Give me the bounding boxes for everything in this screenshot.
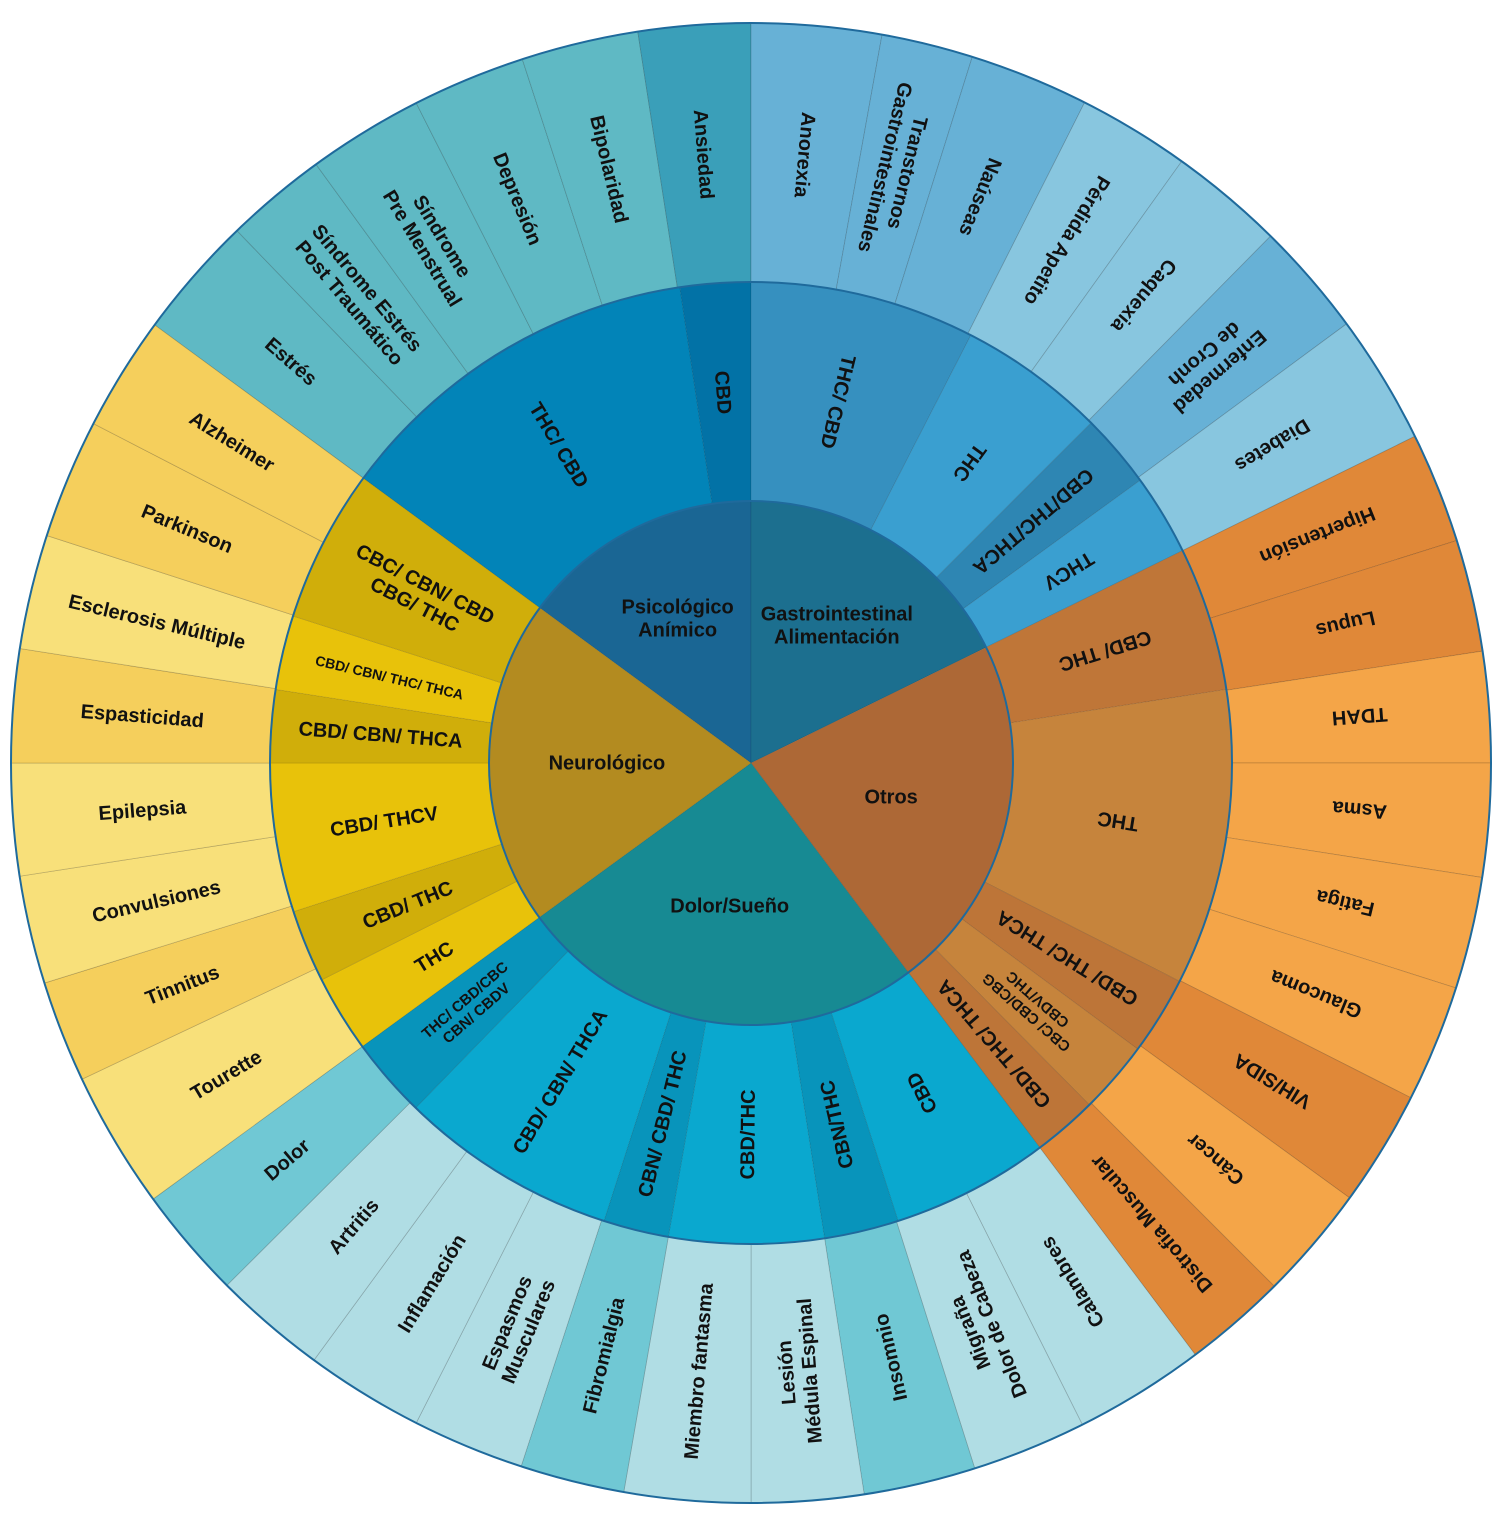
outer-label: TDAH (1331, 703, 1388, 729)
inner-label: Neurológico (549, 753, 666, 775)
ring-borders (10, 22, 1492, 1504)
middle-label-line: CBD/THC (737, 1089, 760, 1179)
inner-ring-border (488, 500, 1014, 1026)
inner-label-line: Dolor/Sueño (670, 896, 789, 918)
outer-label: Asma (1331, 796, 1388, 822)
inner-label-line: Alimentación (774, 627, 900, 649)
inner-label: Otros (864, 787, 917, 809)
middle-ring-border (269, 281, 1233, 1245)
inner-label-line: Psicológico (622, 597, 734, 619)
outer-label-line: TDAH (1331, 703, 1388, 729)
middle-label: CBD/THC (737, 1089, 760, 1179)
middle-label: CBD (710, 370, 735, 415)
outer-ring-border (10, 22, 1492, 1504)
middle-ring (269, 281, 1233, 1245)
middle-label-line: CBD (710, 370, 735, 415)
inner-label-line: Neurológico (549, 753, 666, 775)
inner-label-line: Otros (864, 787, 917, 809)
inner-label-line: Anímico (638, 620, 717, 642)
inner-label: Dolor/Sueño (670, 896, 789, 918)
outer-ring (10, 22, 1492, 1504)
outer-label-line: Asma (1331, 796, 1388, 822)
outer-label-line: Lesión (774, 1340, 801, 1406)
inner-label-line: Gastrointestinal (761, 604, 913, 626)
